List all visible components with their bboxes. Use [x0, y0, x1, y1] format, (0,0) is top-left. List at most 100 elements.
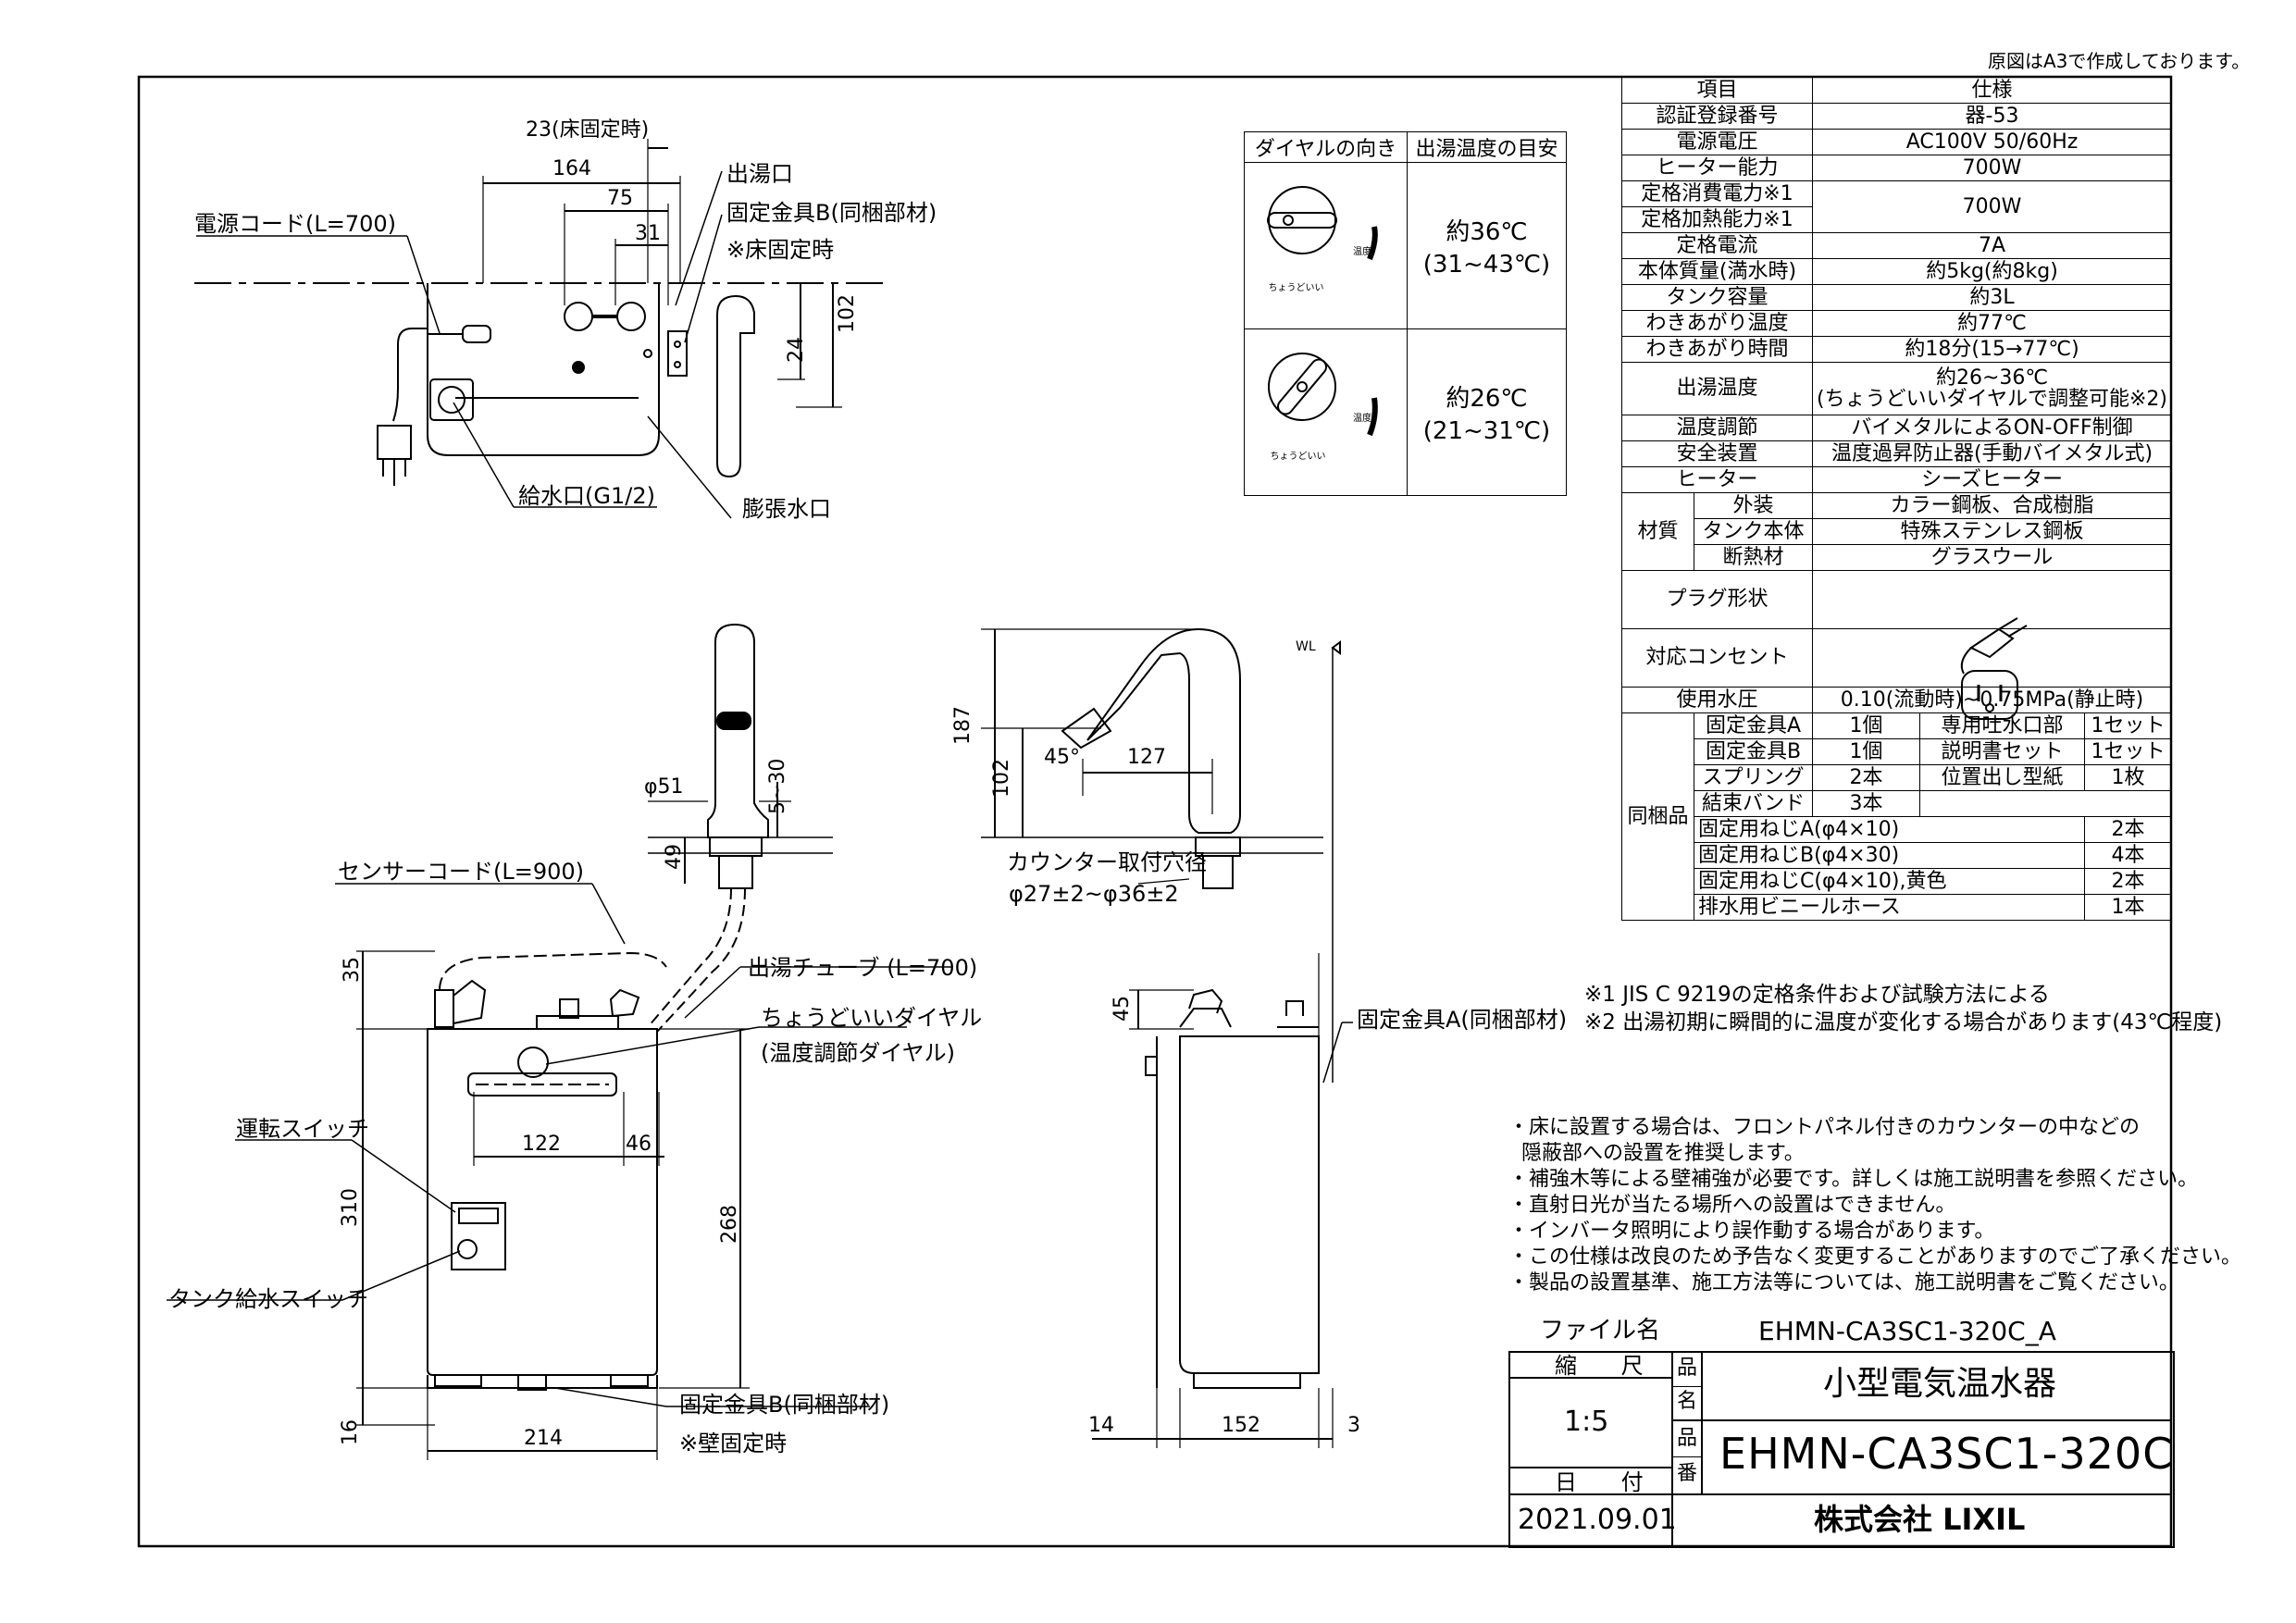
dim-310: 310	[339, 1188, 362, 1227]
bracket-b-front-label: 固定金具B(同梱部材)	[679, 1392, 890, 1418]
bracket-b-top-label: 固定金具B(同梱部材)	[726, 200, 937, 226]
title-block	[1508, 1351, 2175, 1548]
dim-127: 127	[1127, 746, 1166, 769]
tb-line-h5	[1671, 1386, 1703, 1387]
spec-value: 約77℃	[1812, 310, 2173, 337]
footnote-2: ※2 出湯初期に瞬間的に温度が変化する場合があります(43℃程度)	[1584, 1010, 2223, 1035]
unit-side-drawing	[1092, 953, 1353, 1448]
spec-value: 700W	[1812, 180, 2173, 233]
spec-item: ヒーター	[1620, 466, 1814, 493]
dim-102-top: 102	[836, 294, 859, 333]
spec-value: AC100V 50/60Hz	[1812, 129, 2173, 155]
name-label-2: 名	[1677, 1390, 1698, 1413]
dial-sub-label: (温度調節ダイヤル)	[761, 1040, 956, 1066]
dial-temp: 約36℃	[1446, 218, 1528, 246]
included-qty: 2本	[1812, 764, 1921, 791]
included-qty: 3本	[1812, 790, 1921, 817]
included-qty: 1枚	[2084, 764, 2173, 791]
dial-range: (31~43℃)	[1422, 251, 1551, 279]
scale-label: 縮 尺	[1555, 1353, 1662, 1379]
included-qty: 1個	[1812, 738, 1921, 765]
spec-item: 定格電流	[1620, 232, 1814, 259]
tb-line-h3	[1508, 1493, 2171, 1495]
expansion-outlet-label: 膨張水口	[742, 496, 831, 522]
included-qty: 1個	[1812, 712, 1921, 739]
floor-fixed-label: ※床固定時	[726, 237, 835, 263]
product-code: EHMN-CA3SC1-320C	[1719, 1429, 2174, 1479]
included-qty: 1セット	[2084, 738, 2173, 765]
note-line: ・直射日光が当たる場所への設置はできません。	[1508, 1194, 1956, 1217]
dim-75: 75	[607, 187, 633, 210]
included-item: スプリング	[1693, 764, 1814, 791]
spec-value: カラー鋼板、合成樹脂	[1812, 492, 2173, 519]
included-qty: 4本	[2084, 842, 2173, 869]
dial-range: (21~31℃)	[1422, 417, 1551, 445]
spec-item: 使用水圧	[1620, 687, 1814, 713]
dim-35: 35	[341, 957, 364, 983]
dial-label: ちょうどいいダイヤル	[761, 1005, 983, 1031]
date-value: 2021.09.01	[1518, 1504, 1677, 1536]
included-item: 位置出し型紙	[1919, 764, 2086, 791]
scale-value: 1:5	[1564, 1406, 1609, 1438]
dial-temp-cell: 約36℃ (31~43℃)	[1407, 162, 1567, 329]
tb-line-h2	[1508, 1467, 1673, 1468]
plug-label: プラグ形状	[1620, 570, 1814, 629]
footnote-1: ※1 JIS C 9219の定格条件および試験方法による	[1584, 983, 2050, 1007]
dim-152: 152	[1222, 1414, 1260, 1437]
product-name: 小型電気温水器	[1823, 1365, 2057, 1403]
spec-head-item: 項目	[1620, 77, 1814, 104]
dim-23: 23(床固定時)	[526, 118, 650, 142]
spec-item: 定格加熱能力※1	[1620, 206, 1814, 233]
note-line: ・床に設置する場合は、フロントパネル付きのカウンターの中などの	[1508, 1116, 2141, 1139]
included-qty: 1本	[2084, 894, 2173, 921]
spec-item: ヒーター能力	[1620, 155, 1814, 181]
tb-line-h6	[1671, 1456, 1703, 1457]
note-line: 隠蔽部への設置を推奨します。	[1508, 1142, 1805, 1165]
dim-14: 14	[1088, 1414, 1114, 1437]
plug-icon	[1812, 570, 2173, 629]
power-cord-label: 電源コード(L=700)	[194, 211, 397, 237]
included-item: 固定用ねじA(φ4×10)	[1693, 816, 2086, 843]
spec-item: 安全装置	[1620, 440, 1814, 467]
dial-mark: 温度	[1353, 414, 1371, 424]
spec-item: タンク容量	[1620, 284, 1814, 311]
dim-214: 214	[524, 1427, 563, 1450]
note-line: ・この仕様は改良のため予告なく変更することがありますのでご了承ください。	[1508, 1245, 2242, 1269]
date-label: 日 付	[1555, 1469, 1662, 1495]
run-switch-label: 運転スイッチ	[236, 1116, 369, 1142]
sensor-cord-label: センサーコード(L=900)	[338, 859, 585, 885]
dial-header-direction: ダイヤルの向き	[1244, 131, 1408, 163]
spec-value: グラスウール	[1812, 544, 2173, 571]
code-label-1: 品	[1677, 1427, 1698, 1450]
included-qty: 1セット	[2084, 712, 2173, 739]
spec-item: 出湯温度	[1620, 362, 1814, 415]
note-line: ・製品の設置基準、施工方法等については、施工説明書をご覧ください。	[1508, 1271, 2179, 1295]
dim-102-side: 102	[990, 759, 1013, 798]
dial-direction-cell: ちょうどいい	[1244, 162, 1408, 329]
tb-line-v1	[1671, 1351, 1673, 1546]
dim-122: 122	[522, 1133, 561, 1156]
spec-item: 定格消費電力※1	[1620, 180, 1814, 207]
dim-31: 31	[635, 222, 661, 245]
tb-line-h1	[1508, 1377, 1673, 1379]
spec-item: わきあがり温度	[1620, 310, 1814, 337]
code-label-2: 番	[1677, 1462, 1698, 1485]
file-label: ファイル名	[1540, 1317, 1661, 1344]
spec-item: 電源電圧	[1620, 129, 1814, 155]
included-item: 固定金具B	[1693, 738, 1814, 765]
dial-temp: 約26℃	[1446, 385, 1528, 413]
dial-header-temp: 出湯温度の目安	[1407, 131, 1567, 163]
dim-49: 49	[663, 844, 686, 870]
dial-table: ダイヤルの向き 出湯温度の目安 ちょうどいい 約36℃ (31~43℃) ちょう…	[1244, 131, 1567, 496]
tb-line-h4	[1671, 1419, 2171, 1421]
included-item: 結束バンド	[1693, 790, 1814, 817]
included-qty: 2本	[2084, 868, 2173, 895]
spec-value: 約3L	[1812, 284, 2173, 311]
included-empty	[1919, 790, 2173, 817]
spec-value: バイメタルによるON-OFF制御	[1812, 415, 2173, 441]
outlet-temp-line1: 約26~36℃	[1935, 365, 2049, 390]
spec-value: 700W	[1812, 155, 2173, 181]
spec-item: タンク本体	[1693, 518, 1814, 545]
